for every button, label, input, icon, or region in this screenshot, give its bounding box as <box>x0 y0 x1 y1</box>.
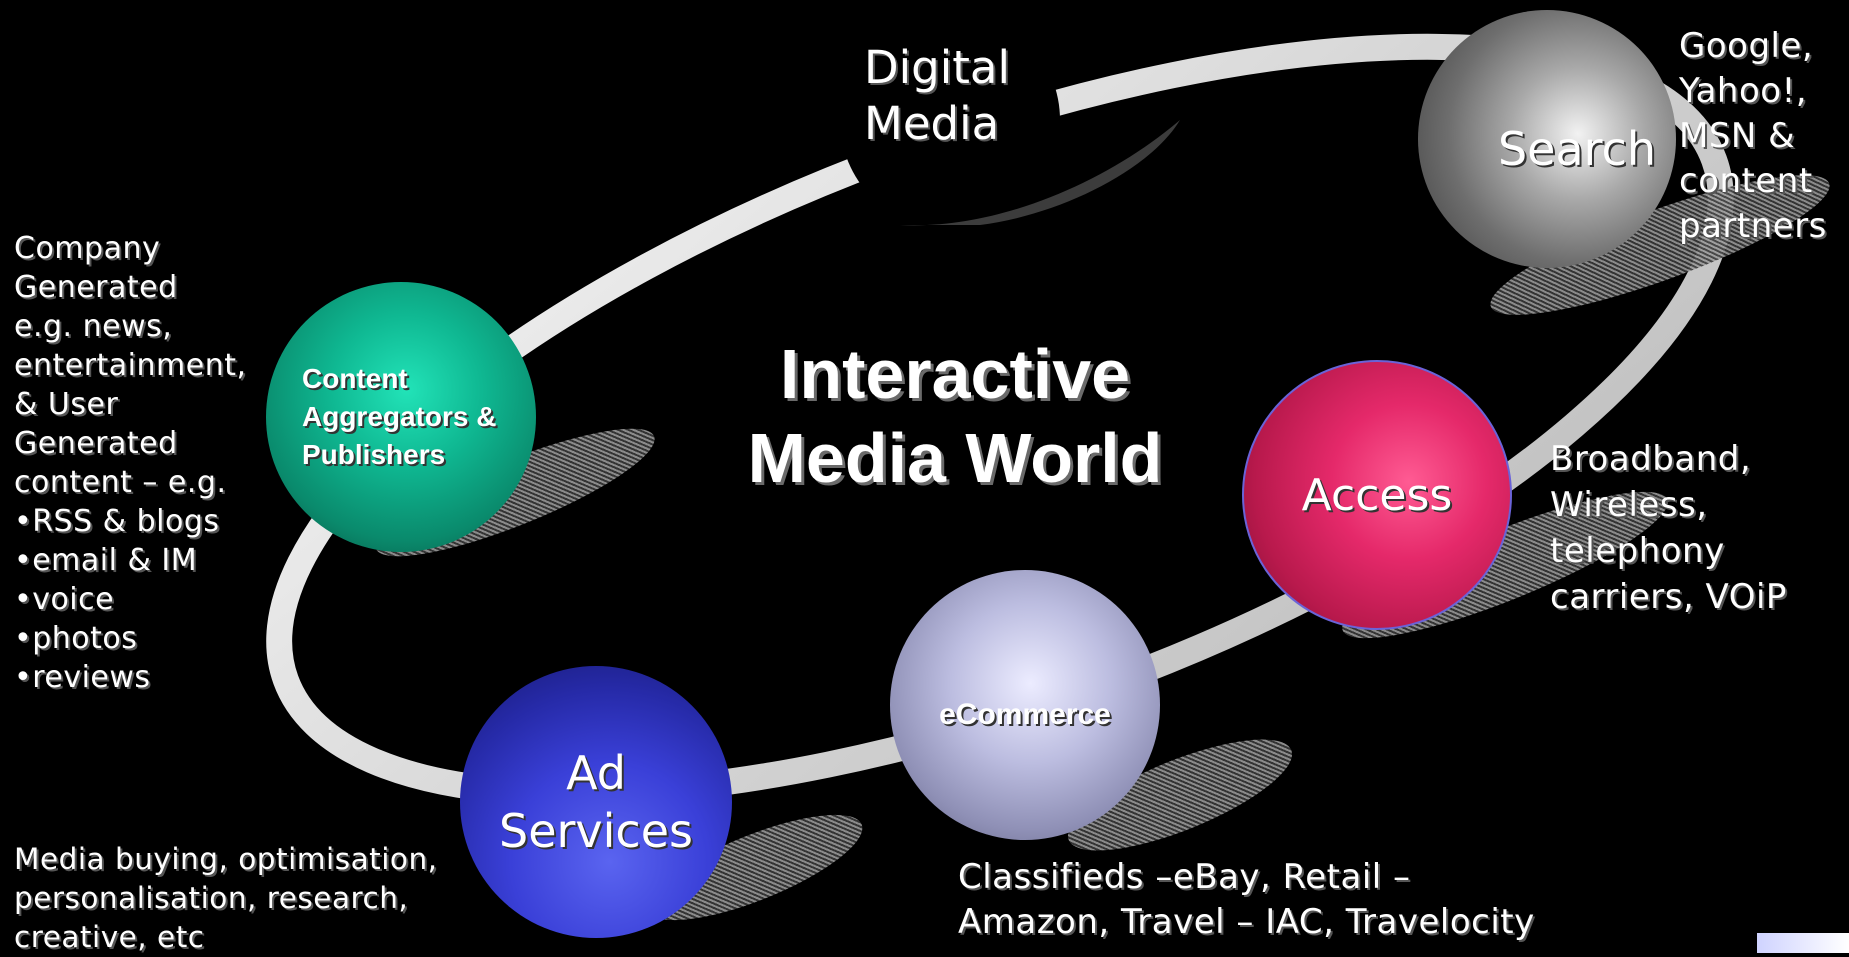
ad-services-annotation: Media buying, optimisation, personalisat… <box>14 842 438 954</box>
digital-media-label: Digital Media <box>864 41 1010 150</box>
search-label: Search <box>1497 122 1657 176</box>
search-annotation: Google, Yahoo!, MSN & content partners <box>1679 26 1827 246</box>
access-label: Access <box>1301 469 1453 521</box>
search-node: Search <box>1418 10 1676 268</box>
content-label: Content Aggregators & Publishers <box>302 363 497 470</box>
ecommerce-label: eCommerce <box>939 698 1111 731</box>
content-annotation: Company Generated e.g. news, entertainme… <box>14 231 247 695</box>
diagram-title: Interactive Media World <box>747 335 1163 497</box>
corner-decoration <box>1757 933 1849 953</box>
content-node: Content Aggregators & Publishers <box>266 282 536 552</box>
access-annotation: Broadband, Wireless, telephony carriers,… <box>1550 439 1787 617</box>
ad-services-label: Ad Services <box>499 746 693 858</box>
ad-services-node: Ad Services <box>460 666 732 938</box>
ecommerce-node: eCommerce <box>890 570 1160 840</box>
ecommerce-annotation: Classifieds –eBay, Retail – Amazon, Trav… <box>958 857 1535 942</box>
access-node: Access <box>1242 360 1512 630</box>
